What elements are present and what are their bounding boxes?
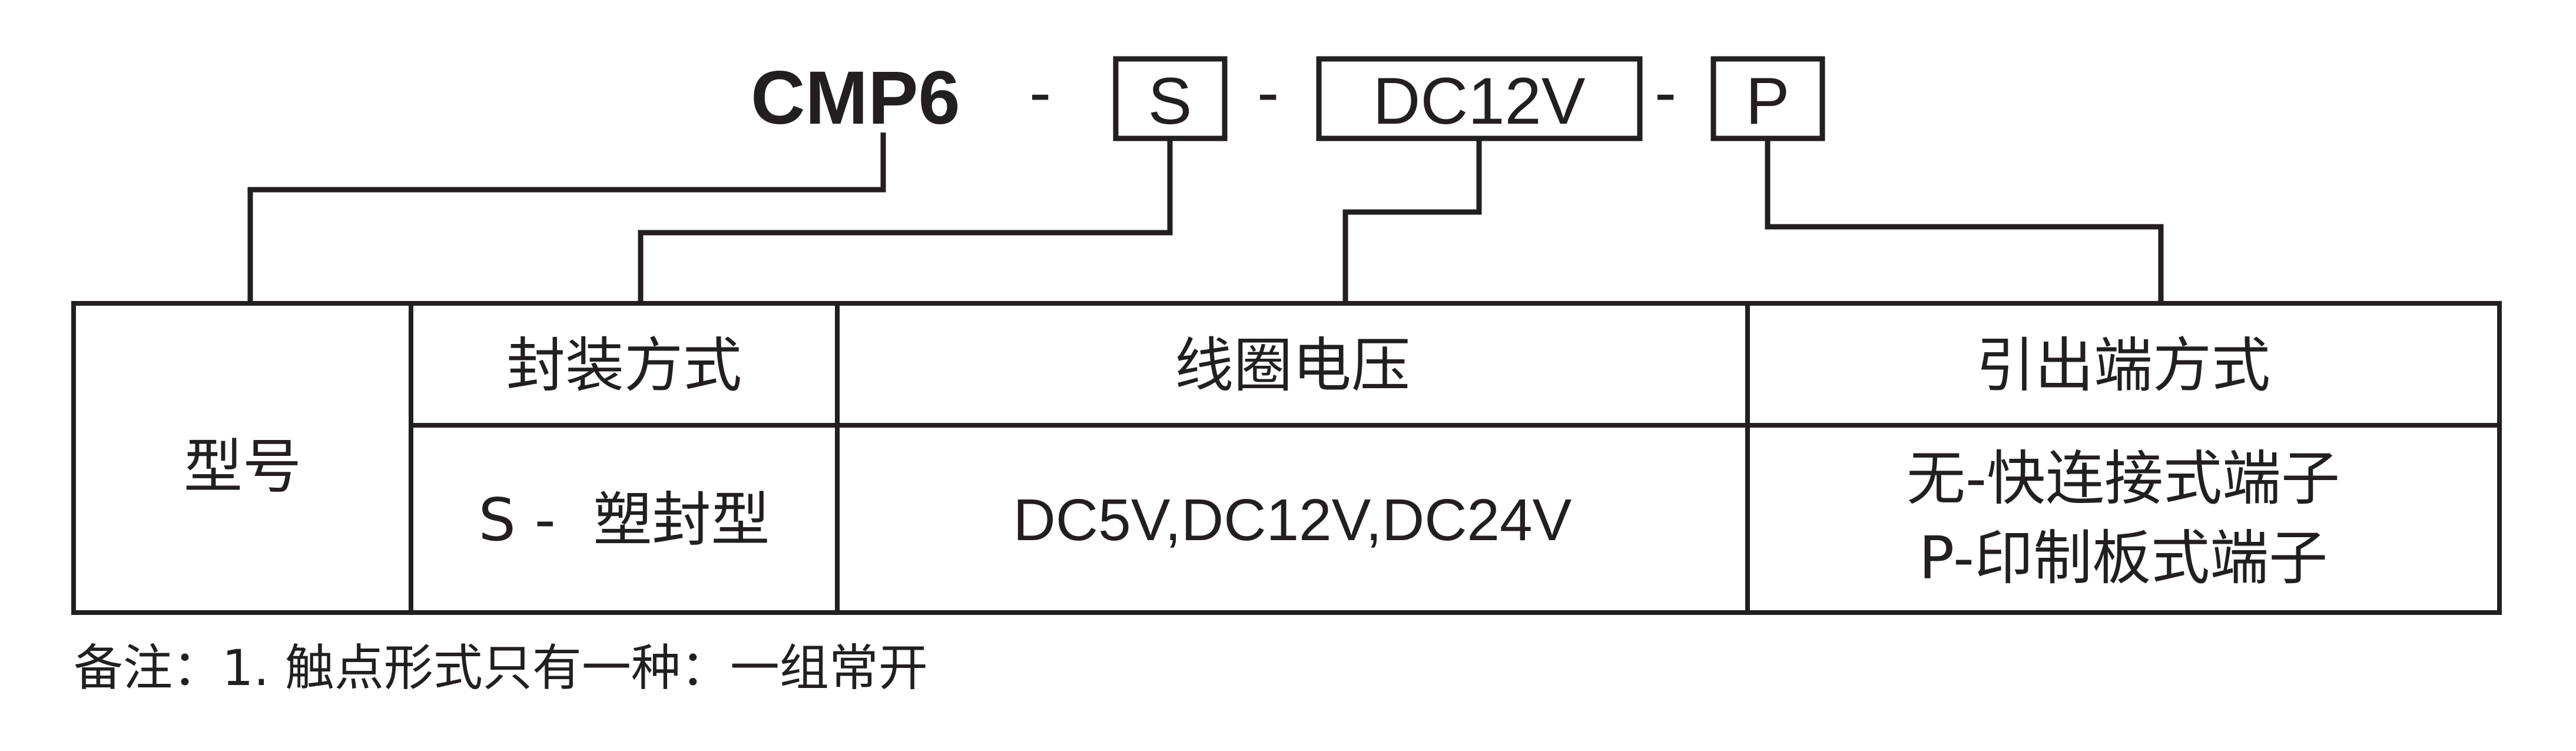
package-code-text: S xyxy=(1148,64,1192,138)
separator-dash: - xyxy=(1655,55,1676,129)
spec-table: 型号 封装方式 线圈电压 引出端方式 S - 塑封型 DC5V,DC12V,DC… xyxy=(71,301,2502,615)
connector-terminal xyxy=(1765,138,2164,303)
cell-terminal-option: 无-快连接式端子 xyxy=(1907,444,2340,513)
terminal-code-text: P xyxy=(1746,64,1790,138)
connector-model xyxy=(247,133,886,303)
header-terminal: 引出端方式 xyxy=(1976,331,2270,400)
separator-dash: - xyxy=(1029,55,1051,129)
cell-voltage-value: DC5V,DC12V,DC24V xyxy=(1013,487,1572,553)
separator-dash: - xyxy=(1257,55,1279,129)
connector-package xyxy=(638,138,1173,303)
header-voltage: 线圈电压 xyxy=(1175,331,1410,400)
footnote: 备注：1. 触点形式只有一种：一组常开 xyxy=(74,639,928,697)
cell-package-value: S - 塑封型 xyxy=(479,485,770,554)
header-package: 封装方式 xyxy=(506,331,742,400)
table-border xyxy=(71,301,2502,615)
voltage-code-text: DC12V xyxy=(1372,64,1585,138)
cell-terminal-option: P-印制板式端子 xyxy=(1919,524,2328,593)
part-number-code: CMP6 - S - DC12V - P xyxy=(751,55,1825,141)
model-name: CMP6 xyxy=(751,56,960,140)
connector-voltage xyxy=(1342,138,1482,303)
connector-lines xyxy=(247,133,2164,303)
row-header-model: 型号 xyxy=(184,432,301,501)
